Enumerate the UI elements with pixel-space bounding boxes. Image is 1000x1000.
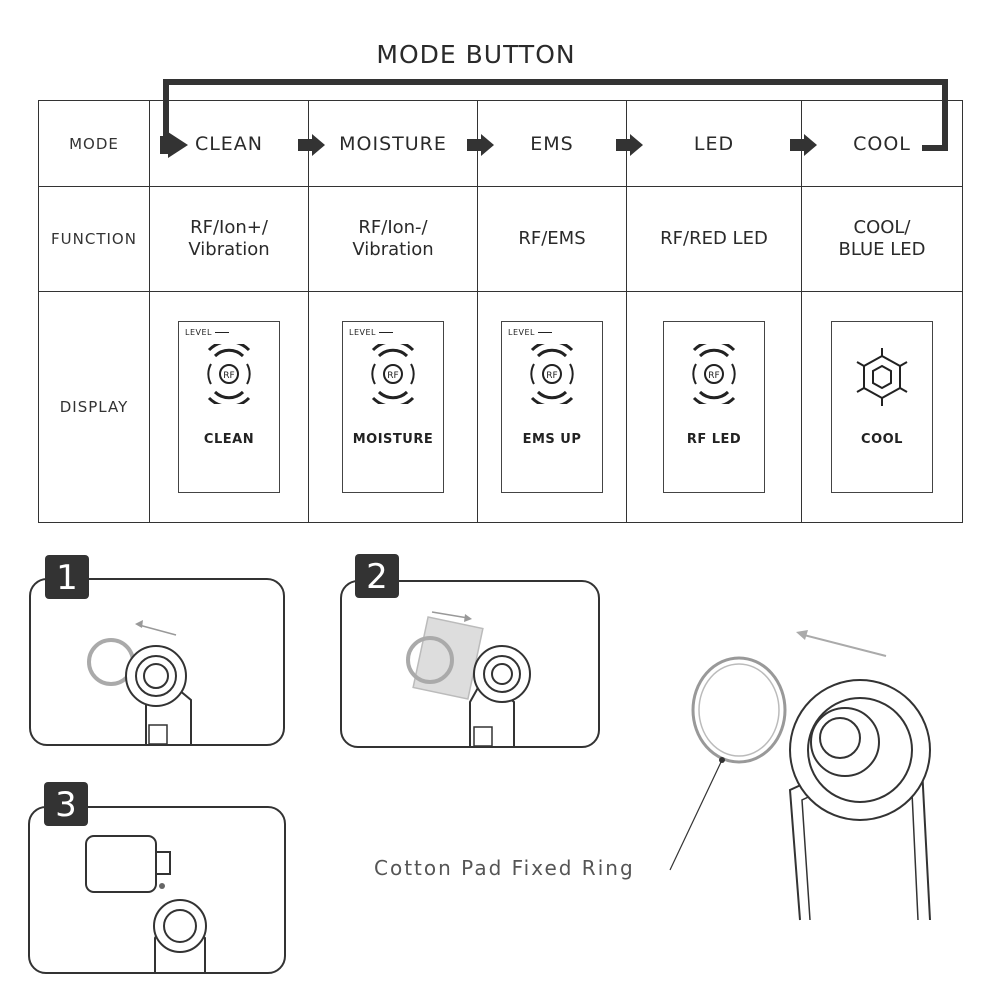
arrow-icon — [298, 134, 325, 156]
display-panel-moisture: LEVEL RF MOISTURE — [342, 321, 444, 493]
mode-arrows — [298, 134, 817, 156]
svg-text:RF: RF — [708, 371, 719, 381]
snowflake-icon — [856, 348, 908, 406]
display-panel-led: RF RF LED — [663, 321, 765, 493]
display-label: CLEAN — [203, 432, 255, 447]
function-moisture: RF/Ion-/ Vibration — [308, 186, 478, 292]
step-2-panel — [340, 580, 600, 748]
display-label: EMS UP — [522, 432, 582, 447]
function-led: RF/RED LED — [626, 186, 802, 292]
rf-icon: RF — [207, 344, 251, 404]
mode-table: MODE CLEAN MOISTURE EMS LED COOL FUNCTIO… — [38, 100, 963, 523]
display-cell-moisture: LEVEL RF MOISTURE — [308, 291, 478, 523]
rf-icon: RF — [371, 344, 415, 404]
level-indicator: LEVEL — [185, 328, 229, 337]
arrow-icon — [467, 134, 494, 156]
device-illustration — [406, 611, 531, 747]
device-illustration — [87, 620, 192, 745]
step-1-panel — [29, 578, 285, 746]
ring-caption: Cotton Pad Fixed Ring — [374, 856, 635, 880]
display-label: COOL — [861, 432, 903, 447]
svg-text:RF: RF — [546, 371, 557, 381]
mode-cool: COOL — [801, 100, 963, 187]
display-label: RF LED — [686, 432, 742, 447]
display-panel-ems: LEVEL RF EMS UP — [501, 321, 603, 493]
mode-clean: CLEAN — [149, 100, 309, 187]
mode-ems: EMS — [477, 100, 627, 187]
rf-icon: RF — [692, 344, 736, 404]
display-cell-cool: COOL — [801, 291, 963, 523]
level-indicator: LEVEL — [508, 328, 552, 337]
function-clean: RF/Ion+/ Vibration — [149, 186, 309, 292]
arrow-icon — [790, 134, 817, 156]
cotton-pad-ring-illustration — [669, 630, 931, 921]
display-row-header: DISPLAY — [38, 291, 150, 523]
step-3-panel — [28, 806, 286, 974]
mode-row-header: MODE — [38, 100, 150, 187]
step-number: 1 — [45, 555, 89, 599]
mode-led: LED — [626, 100, 802, 187]
level-indicator: LEVEL — [349, 328, 393, 337]
display-cell-clean: LEVEL RF CLEAN — [149, 291, 309, 523]
display-label: MOISTURE — [352, 432, 434, 447]
step-number: 3 — [44, 782, 88, 826]
function-cool: COOL/ BLUE LED — [801, 186, 963, 292]
function-ems: RF/EMS — [477, 186, 627, 292]
display-cell-led: RF RF LED — [626, 291, 802, 523]
device-illustration — [85, 835, 207, 972]
display-panel-clean: LEVEL RF CLEAN — [178, 321, 280, 493]
arrow-icon — [616, 134, 643, 156]
svg-text:RF: RF — [223, 371, 234, 381]
display-panel-cool: COOL — [831, 321, 933, 493]
step-number: 2 — [355, 554, 399, 598]
rf-icon: RF — [530, 344, 574, 404]
display-cell-ems: LEVEL RF EMS UP — [477, 291, 627, 523]
function-row-header: FUNCTION — [38, 186, 150, 292]
diagram-title: MODE BUTTON — [376, 40, 576, 69]
svg-text:RF: RF — [387, 371, 398, 381]
